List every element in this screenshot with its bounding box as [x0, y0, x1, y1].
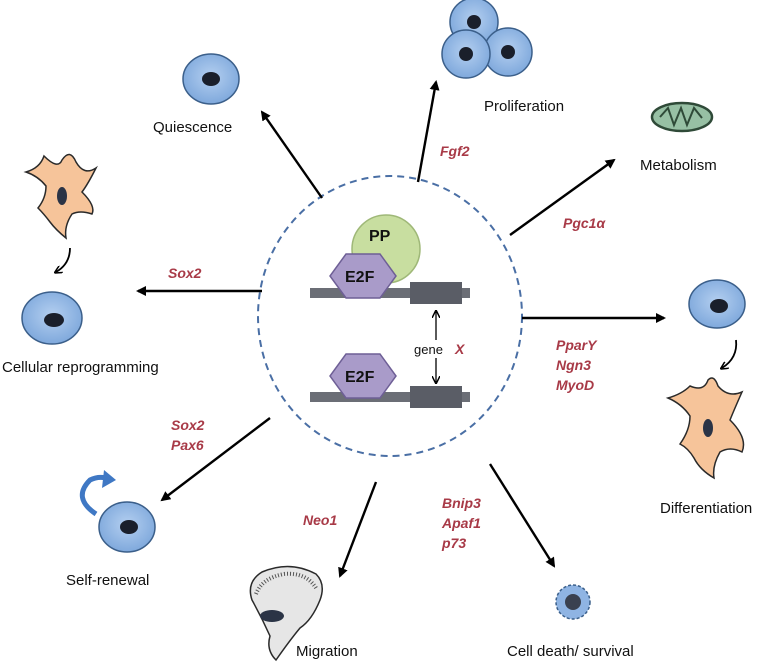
- gene-neo1: Neo1: [303, 512, 337, 528]
- proliferation-cells-icon: [441, 0, 533, 79]
- dying-cell-icon: [555, 584, 591, 620]
- dna-strand-bottom: [310, 392, 470, 402]
- arrow-self-renewal: [160, 417, 271, 502]
- gene-sox2-self-renewal: Sox2: [171, 417, 205, 433]
- mitochondrion-icon: [650, 101, 714, 133]
- curved-arrow-differentiation: [722, 339, 738, 368]
- label-reprogramming: Cellular reprogramming: [2, 359, 159, 376]
- progenitor-cell-icon: [688, 279, 746, 329]
- label-differentiation: Differentiation: [660, 500, 752, 517]
- gene-var-label: X: [454, 341, 466, 357]
- gene-prefix-label: gene: [414, 342, 443, 357]
- gene-fgf2: Fgf2: [440, 143, 470, 159]
- gene-pparg: PparY: [556, 337, 598, 353]
- migrating-cell-icon: [249, 565, 323, 662]
- label-self-renewal: Self-renewal: [66, 572, 149, 589]
- arrow-proliferation: [416, 80, 440, 183]
- arrow-metabolism: [509, 158, 616, 236]
- label-metabolism: Metabolism: [640, 157, 717, 174]
- self-renewal-cell-icon: [98, 501, 156, 553]
- arrow-cell-death: [488, 463, 556, 568]
- gene-bnip3: Bnip3: [442, 495, 481, 511]
- label-cell-death: Cell death/ survival: [507, 643, 634, 660]
- pp-label: PP: [369, 228, 391, 245]
- curved-arrow-reprogramming: [56, 247, 71, 272]
- e2f-label-top: E2F: [345, 269, 375, 286]
- gene-box-bottom: [410, 386, 462, 408]
- label-migration: Migration: [296, 643, 358, 660]
- gene-myod: MyoD: [556, 377, 594, 393]
- reprogrammed-cell-icon: [21, 291, 83, 345]
- gene-ngn3: Ngn3: [556, 357, 591, 373]
- self-renewal-arrowhead: [102, 470, 116, 488]
- gene-box-top: [410, 282, 462, 304]
- e2f-label-bottom: E2F: [345, 369, 375, 386]
- neuron-cell-icon-differentiation: [665, 377, 745, 480]
- gene-sox2-reprogramming: Sox2: [168, 265, 202, 281]
- arrows: [136, 80, 666, 578]
- self-renewal-loop-arrow-icon: [79, 474, 107, 517]
- gene-pax6: Pax6: [171, 437, 204, 453]
- center-module: PP E2F E2F gene X: [257, 175, 523, 457]
- e2f-protein-top: [329, 253, 397, 299]
- gene-pgc1a: Pgc1α: [563, 215, 606, 231]
- neuron-cell-icon-reprogramming: [23, 153, 98, 240]
- dna-strand-top: [310, 288, 470, 298]
- label-proliferation: Proliferation: [484, 98, 564, 115]
- label-quiescence: Quiescence: [153, 119, 232, 136]
- quiescence-cell-icon: [182, 53, 240, 105]
- dashed-boundary-circle: [257, 175, 523, 457]
- gene-apaf1: Apaf1: [441, 515, 481, 531]
- arrow-quiescence: [260, 110, 323, 199]
- e2f-protein-bottom: [329, 353, 397, 399]
- arrow-migration: [338, 481, 378, 578]
- gene-p73: p73: [441, 535, 466, 551]
